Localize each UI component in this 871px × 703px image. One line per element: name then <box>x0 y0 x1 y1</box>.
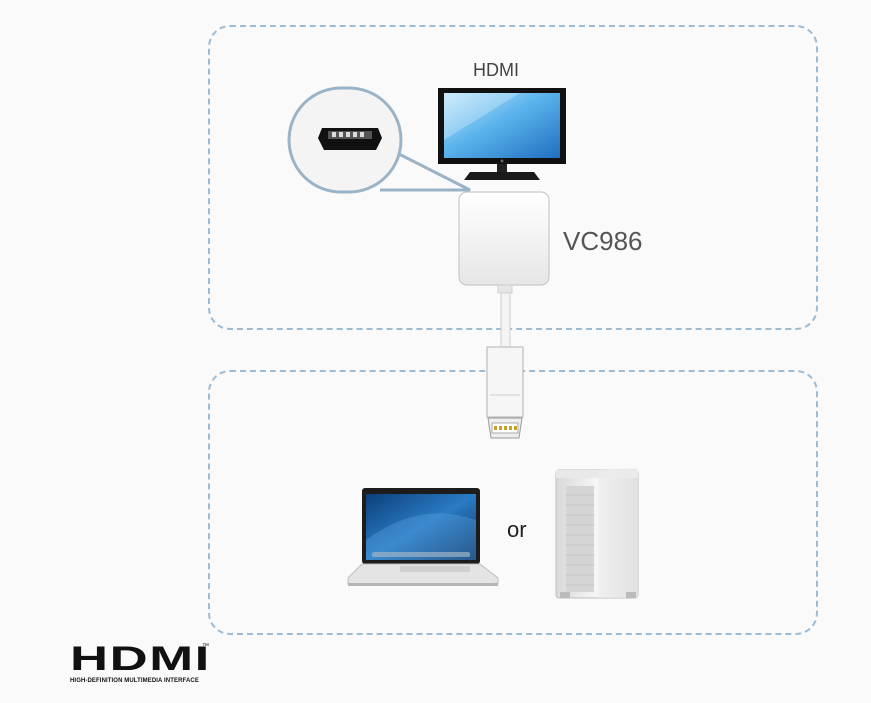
device-model-label: VC986 <box>563 226 643 256</box>
display-label: HDMI <box>473 60 519 80</box>
vc986-adapter-icon <box>458 191 550 348</box>
hdmi-logo-tagline: HIGH-DEFINITION MULTIMEDIA INTERFACE <box>70 678 199 684</box>
laptop-icon <box>347 488 499 586</box>
or-label: or <box>507 517 527 542</box>
hdmi-logo-trademark: ™ <box>202 643 209 650</box>
hdmi-logo-wordmark: HDMI <box>70 640 211 678</box>
hdmi-monitor-icon <box>438 88 566 180</box>
displayport-connector-icon <box>486 346 524 439</box>
hdmi-port-zoom-icon <box>287 86 471 194</box>
output-group-box <box>208 25 818 330</box>
hdmi-logo: HDMI ™ HIGH-DEFINITION MULTIMEDIA INTERF… <box>70 642 209 684</box>
desktop-tower-icon <box>555 468 639 599</box>
